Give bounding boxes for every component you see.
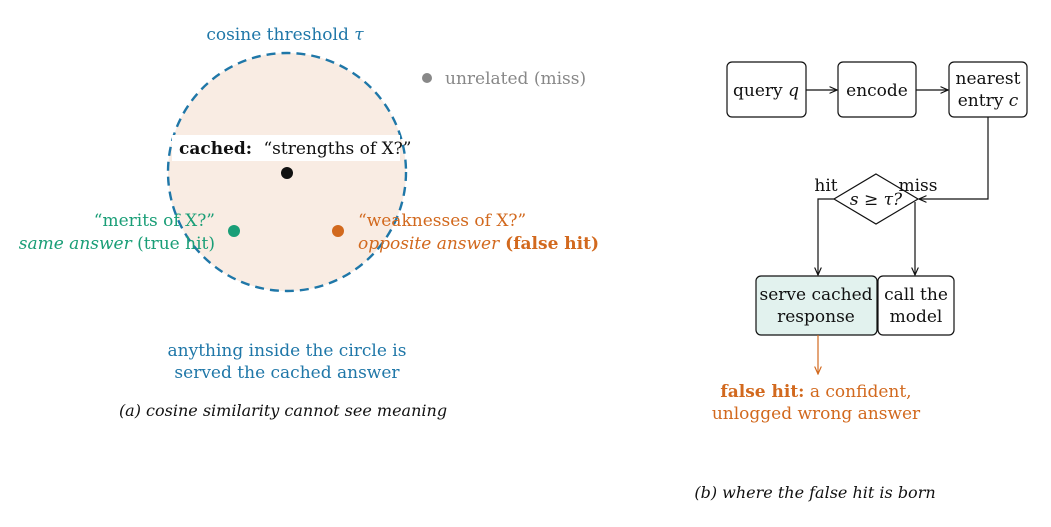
decision-label: s ≥ τ? (850, 190, 903, 210)
panel-a: cosine threshold τ unrelated (miss) cach… (19, 25, 599, 420)
hit-label: hit (814, 176, 837, 196)
true-hit-point (228, 225, 240, 237)
serve-label-line1: serve cached (759, 285, 872, 305)
decision-diamond (832, 173, 920, 225)
arrow-nearest-decision (919, 117, 989, 199)
nearest-label-line1: nearest (956, 69, 1021, 89)
threshold-label: cosine threshold τ (206, 25, 364, 45)
call-label-line1: call the (884, 285, 948, 305)
panel-b (726, 61, 1028, 374)
call-model-box (877, 275, 955, 336)
cached-point (281, 167, 293, 179)
false-hit-point (332, 225, 344, 237)
inside-note-line2: served the cached answer (174, 363, 400, 383)
query-label: query q (733, 81, 799, 101)
panel-b-text: query q encode nearest entry c s ≥ τ? hi… (694, 69, 1020, 502)
serve-cached-box (755, 275, 878, 336)
nearest-label-line2: entry c (958, 91, 1019, 111)
true-hit-answer: same answer (true hit) (19, 234, 215, 254)
panel-a-caption: (a) cosine similarity cannot see meaning (119, 401, 447, 420)
call-label-line2: model (890, 307, 943, 327)
arrow-hit-serve (818, 198, 834, 275)
inside-note-line1: anything inside the circle is (168, 341, 407, 361)
serve-label-line2: response (777, 307, 855, 327)
cached-label-background (172, 135, 400, 161)
unrelated-point (422, 73, 432, 83)
false-hit-note-line2: unlogged wrong answer (712, 404, 921, 424)
panel-b-caption: (b) where the false hit is born (694, 483, 935, 502)
false-hit-note-line1: false hit: a confident, (720, 382, 911, 402)
unrelated-label: unrelated (miss) (445, 69, 586, 89)
false-hit-answer: opposite answer (false hit) (358, 234, 599, 254)
miss-label: miss (898, 176, 937, 196)
cached-label: cached: “strengths of X?” (179, 139, 411, 159)
false-hit-query: “weaknesses of X?” (358, 211, 526, 231)
encode-label: encode (846, 81, 908, 101)
true-hit-query: “merits of X?” (94, 211, 215, 231)
